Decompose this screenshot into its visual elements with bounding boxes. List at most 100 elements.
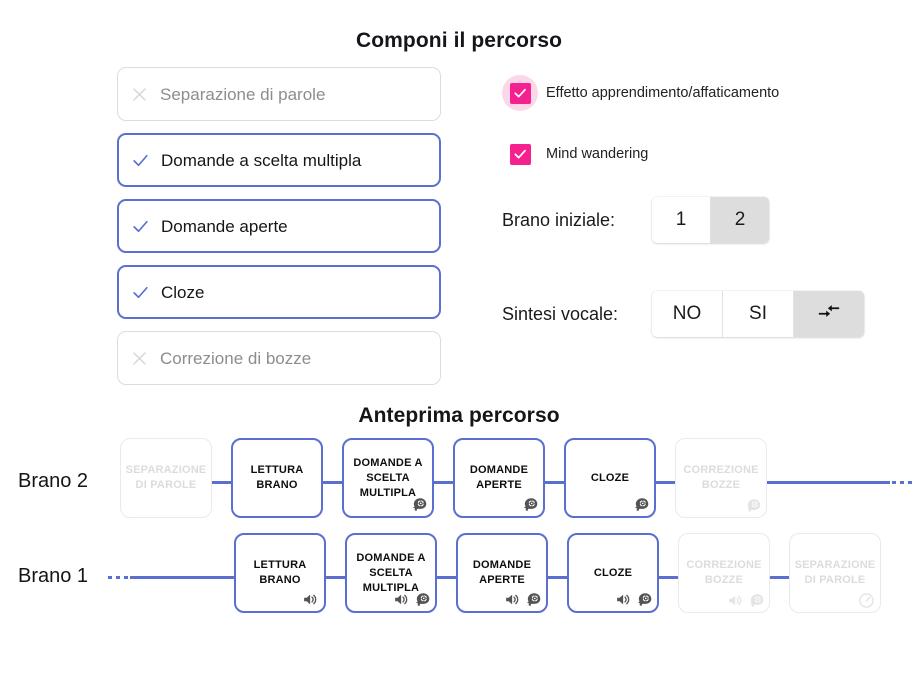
phase-label: Domande aperte — [161, 216, 288, 236]
flow-node[interactable]: CLOZE — [567, 533, 659, 613]
brain-gear-icon — [521, 496, 538, 513]
flow-connector — [323, 481, 342, 484]
flow-track: LETTURA BRANO DOMANDE A SCELTA MULTIPLA DO… — [108, 533, 918, 619]
segment-row-sintesi-vocale: Sintesi vocale: NO SI — [502, 291, 918, 337]
flow-connector — [659, 576, 678, 579]
flow-node[interactable]: SEPARAZIONE DI PAROLE — [120, 438, 212, 518]
flow-node[interactable]: LETTURA BRANO — [234, 533, 326, 613]
flow-node[interactable]: DOMANDE APERTE — [456, 533, 548, 613]
brain-gear-icon — [632, 496, 649, 513]
flow-node-icons — [302, 591, 319, 608]
flow-node[interactable]: LETTURA BRANO — [231, 438, 323, 518]
flow-node-icons — [521, 496, 538, 513]
phase-toggle-0[interactable]: Separazione di parole — [117, 67, 441, 121]
flow-node-label: CLOZE — [590, 471, 630, 484]
checkbox-box — [509, 82, 531, 104]
phase-label: Correzione di bozze — [160, 348, 312, 368]
checkbox-0[interactable] — [502, 75, 538, 111]
flow-node-label: LETTURA BRANO — [253, 559, 307, 586]
checkbox-row-1[interactable]: Mind wandering — [502, 136, 918, 172]
segment-option-label: 2 — [734, 209, 746, 230]
flow-node-label: CORREZIONE BOZZE — [686, 559, 762, 586]
flow-node-label: SEPARAZIONE DI PAROLE — [125, 464, 207, 491]
segment-option-sintesi-vocale-NO[interactable]: NO — [652, 291, 723, 337]
checkbox-label: Mind wandering — [546, 146, 649, 162]
flow-node-label: DOMANDE APERTE — [472, 559, 532, 586]
page-title: Componi il percorso — [355, 29, 563, 52]
close-icon — [118, 349, 160, 368]
brain-gear-icon — [524, 591, 541, 608]
brain-gear-icon — [410, 496, 427, 513]
flow-node-icons — [727, 592, 764, 609]
flow-node[interactable]: DOMANDE A SCELTA MULTIPLA — [342, 438, 434, 518]
segment-option-brano-iniziale-1[interactable]: 1 — [652, 197, 711, 243]
alternate-arrows-icon — [817, 299, 841, 329]
flow-node[interactable]: CORREZIONE BOZZE — [678, 533, 770, 613]
flow-node-icons — [632, 496, 649, 513]
checkbox-box — [509, 143, 531, 165]
phase-label: Cloze — [161, 282, 205, 302]
speaker-icon — [393, 591, 410, 608]
speaker-icon — [615, 591, 632, 608]
flow-node-label: LETTURA BRANO — [250, 464, 304, 491]
flow-node[interactable]: DOMANDE A SCELTA MULTIPLA — [345, 533, 437, 613]
segment-caption: Sintesi vocale: — [502, 303, 619, 324]
segment-option-label: NO — [672, 303, 702, 324]
segment-option-brano-iniziale-2[interactable]: 2 — [711, 197, 769, 243]
flow-connector — [656, 481, 675, 484]
speaker-icon — [727, 592, 744, 609]
flow-node[interactable]: CORREZIONE BOZZE — [675, 438, 767, 518]
flow-node-icons — [393, 591, 430, 608]
flow-track: SEPARAZIONE DI PAROLE LETTURA BRANO DOMAND… — [108, 438, 918, 524]
flow-node-label: CLOZE — [593, 566, 633, 579]
phase-toggle-2[interactable]: Domande aperte — [117, 199, 441, 253]
brain-gear-icon — [747, 592, 764, 609]
flow-node-icons — [410, 496, 427, 513]
flow-connector — [548, 576, 567, 579]
flow-node-icons — [504, 591, 541, 608]
check-icon — [119, 217, 161, 236]
preview-title: Anteprima percorso — [358, 404, 560, 427]
phase-label: Domande a scelta multipla — [161, 150, 362, 170]
check-icon — [119, 283, 161, 302]
flow-node-label: SEPARAZIONE DI PAROLE — [794, 559, 876, 586]
checkbox-1[interactable] — [502, 136, 538, 172]
phase-label: Separazione di parole — [160, 84, 326, 104]
phase-toggle-3[interactable]: Cloze — [117, 265, 441, 319]
flow-node-label: CORREZIONE BOZZE — [683, 464, 759, 491]
flow-node[interactable]: DOMANDE APERTE — [453, 438, 545, 518]
check-icon — [119, 151, 161, 170]
brain-gear-icon — [744, 497, 761, 514]
flow-trail-line — [767, 481, 890, 484]
flow-node-icons — [858, 592, 875, 609]
flow-connector — [434, 481, 453, 484]
flow-connector — [770, 576, 789, 579]
checkbox-row-0[interactable]: Effetto apprendimento/affaticamento — [502, 75, 918, 111]
flow-node[interactable]: CLOZE — [564, 438, 656, 518]
flow-connector — [545, 481, 564, 484]
phase-toggle-1[interactable]: Domande a scelta multipla — [117, 133, 441, 187]
speaker-icon — [504, 591, 521, 608]
flow-connector — [326, 576, 345, 579]
segment-option-sintesi-vocale-alternate-arrows-icon[interactable] — [794, 291, 864, 337]
flow-lead-line — [130, 576, 234, 579]
phase-toggle-4[interactable]: Correzione di bozze — [117, 331, 441, 385]
brain-gear-icon — [635, 591, 652, 608]
segment-option-label: 1 — [675, 209, 687, 230]
flow-connector — [437, 576, 456, 579]
flow-lead-dots — [108, 576, 130, 579]
flow-node-icons — [615, 591, 652, 608]
close-icon — [118, 85, 160, 104]
segment-caption: Brano iniziale: — [502, 209, 616, 230]
segment-option-sintesi-vocale-SI[interactable]: SI — [723, 291, 794, 337]
flow-node[interactable]: SEPARAZIONE DI PAROLE — [789, 533, 881, 613]
